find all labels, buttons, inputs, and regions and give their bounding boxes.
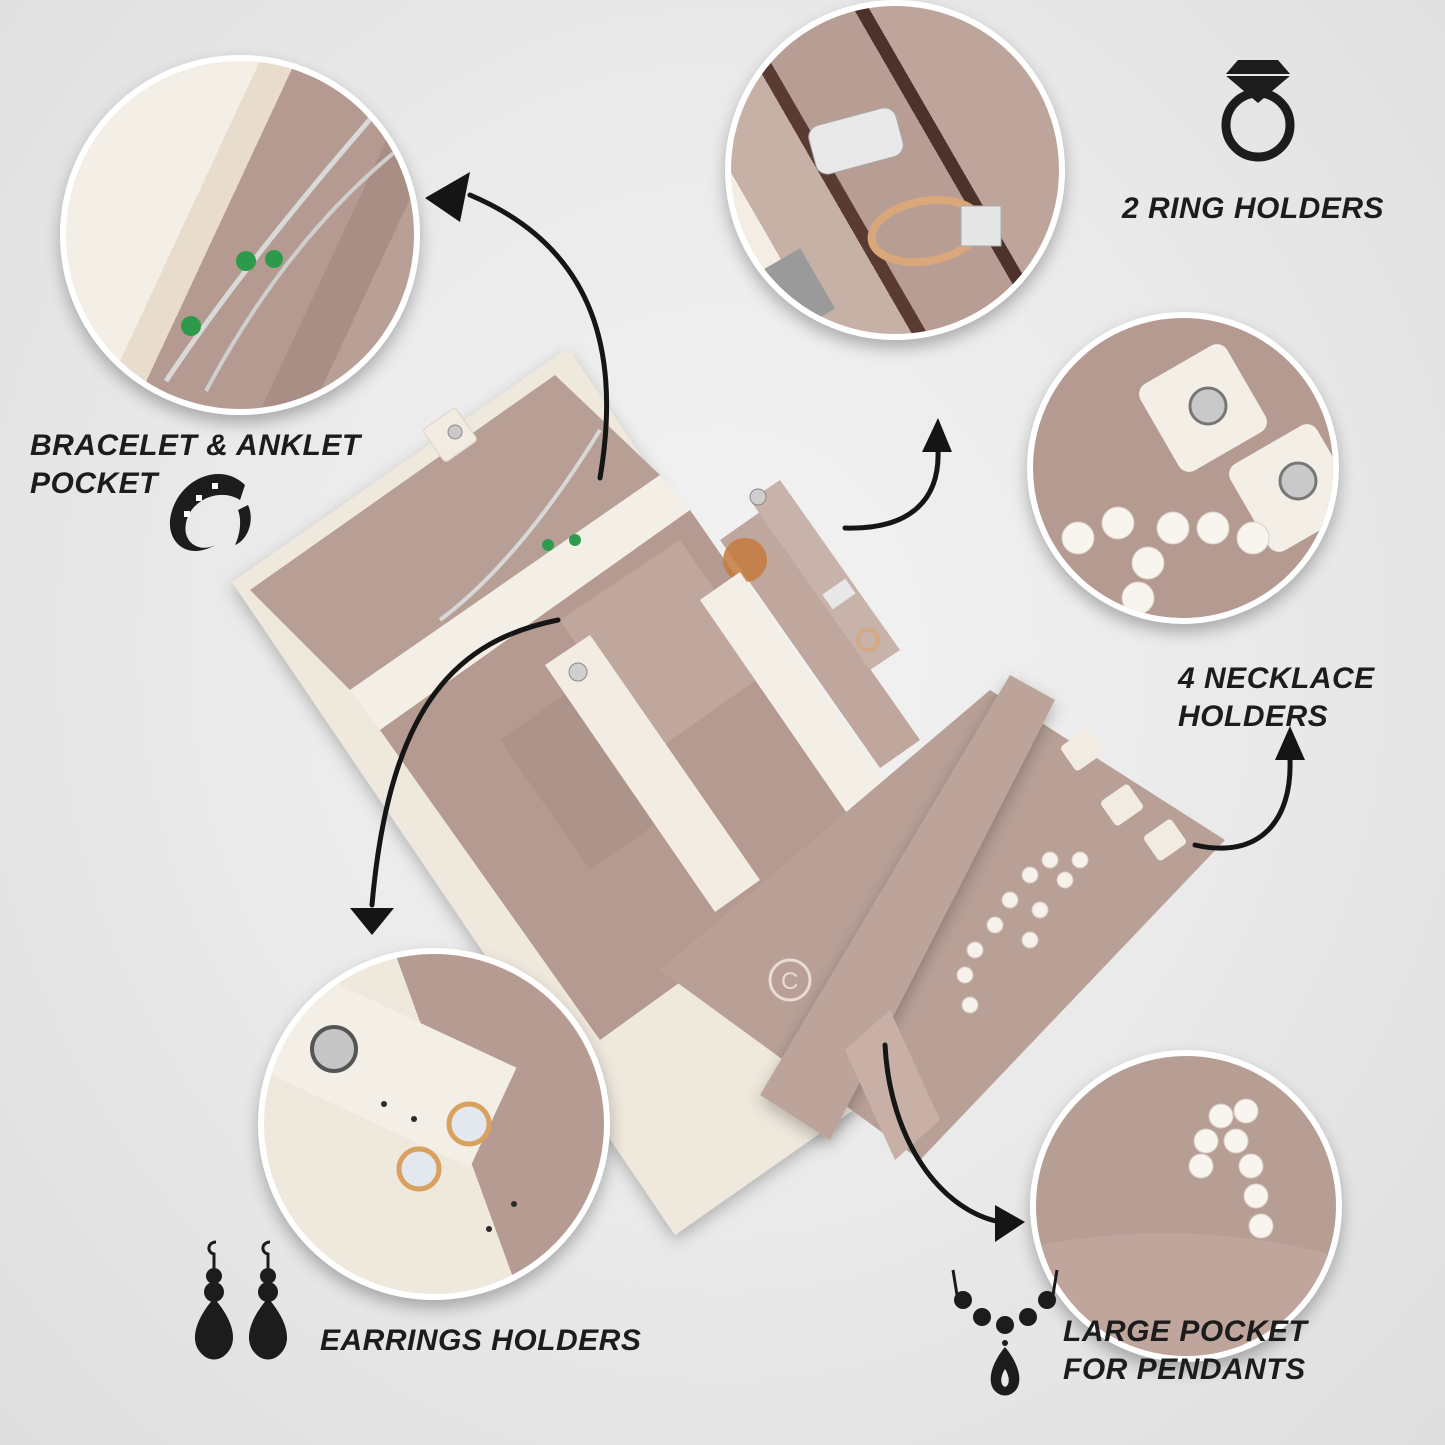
necklace-holder-closeup bbox=[1027, 312, 1339, 624]
pendant-photo bbox=[1036, 1098, 1336, 1356]
pendant-necklace-icon bbox=[945, 1265, 1065, 1405]
ring-holder-closeup bbox=[725, 0, 1065, 340]
monogram: C bbox=[781, 968, 798, 995]
pendant-pocket-closeup bbox=[1030, 1050, 1342, 1362]
bracelet-label: BRACELET & ANKLET POCKET bbox=[30, 427, 361, 503]
pendant-label-line2: FOR PENDANTS bbox=[1063, 1353, 1306, 1386]
bracelet-label-line1: BRACELET & ANKLET bbox=[30, 429, 361, 462]
necklace-label-line1: 4 NECKLACE bbox=[1178, 662, 1375, 695]
ring-photo bbox=[756, 107, 1002, 334]
pendant-label-line1: LARGE POCKET bbox=[1063, 1315, 1308, 1348]
bracelet-pocket-closeup bbox=[60, 55, 420, 415]
earrings-icon bbox=[190, 1240, 300, 1365]
bracelet-photo bbox=[163, 99, 398, 392]
earrings-holder-closeup bbox=[258, 948, 610, 1300]
ring-holders-label: 2 RING HOLDERS bbox=[1122, 190, 1384, 228]
ring-holders-text: 2 RING HOLDERS bbox=[1122, 192, 1385, 225]
pendant-pocket-label: LARGE POCKET FOR PENDANTS bbox=[1063, 1313, 1307, 1389]
earrings-holders-text: EARRINGS HOLDERS bbox=[320, 1324, 642, 1357]
necklace-holders-label: 4 NECKLACE HOLDERS bbox=[1178, 660, 1375, 736]
diamond-ring-icon bbox=[1213, 55, 1303, 165]
necklace-holder-photo bbox=[1061, 344, 1333, 615]
earrings-photo bbox=[264, 970, 517, 1232]
earrings-holders-label: EARRINGS HOLDERS bbox=[320, 1322, 641, 1360]
necklace-label-line2: HOLDERS bbox=[1178, 700, 1329, 733]
bracelet-label-line2: POCKET bbox=[30, 467, 159, 500]
bracelet-icon bbox=[160, 465, 260, 565]
